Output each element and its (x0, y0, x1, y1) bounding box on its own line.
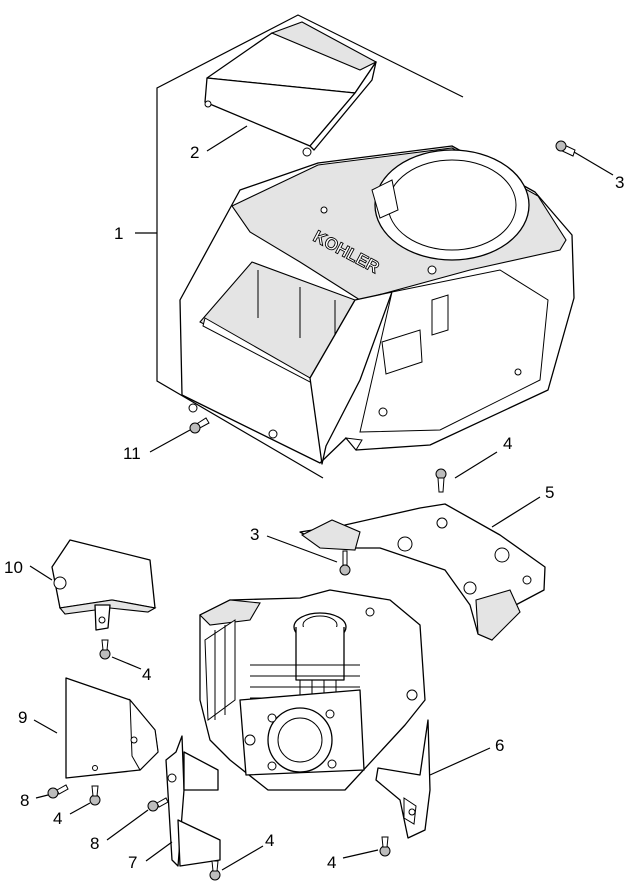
callout-3a: 3 (615, 173, 624, 192)
intake-cover-part (204, 21, 378, 157)
callout-4d: 4 (265, 831, 274, 850)
screw-part-4d (209, 860, 221, 881)
callout-labels: 1 2 3 11 4 5 3 10 4 9 6 8 4 8 7 4 4 (4, 143, 624, 872)
bracket-part-6 (375, 719, 431, 839)
callout-11: 11 (123, 444, 141, 463)
screw-part-11 (189, 417, 210, 434)
shield-part-10 (51, 539, 157, 631)
leader-lines (29, 125, 614, 871)
callout-1: 1 (114, 224, 123, 243)
callout-6: 6 (495, 736, 504, 755)
blower-housing-part: KOHLER (179, 145, 575, 465)
callout-8a: 8 (20, 791, 29, 810)
baffle-part-5 (299, 503, 546, 641)
callout-4c: 4 (53, 809, 62, 828)
screw-part-3a (555, 140, 576, 157)
callout-9: 9 (18, 708, 27, 727)
engine-crankcase-part (199, 589, 426, 791)
screw-part-4a (435, 468, 447, 493)
screw-part-3b (339, 550, 351, 576)
assembly-bracket-1 (156, 14, 464, 479)
callout-5: 5 (545, 483, 554, 502)
screw-part-8a (47, 784, 69, 799)
bracket-part-7 (165, 735, 221, 867)
callout-4e: 4 (327, 853, 336, 872)
shield-part-9 (65, 677, 159, 779)
callout-8b: 8 (90, 834, 99, 853)
screw-part-4c (89, 785, 101, 806)
callout-7: 7 (128, 853, 137, 872)
callout-4b: 4 (142, 665, 151, 684)
screw-part-8b (147, 797, 169, 812)
screw-part-4b (99, 639, 111, 660)
callout-10: 10 (4, 558, 23, 577)
callout-4a: 4 (503, 434, 512, 453)
screw-part-4e (379, 836, 391, 857)
callout-3b: 3 (250, 525, 259, 544)
callout-2: 2 (190, 143, 199, 162)
